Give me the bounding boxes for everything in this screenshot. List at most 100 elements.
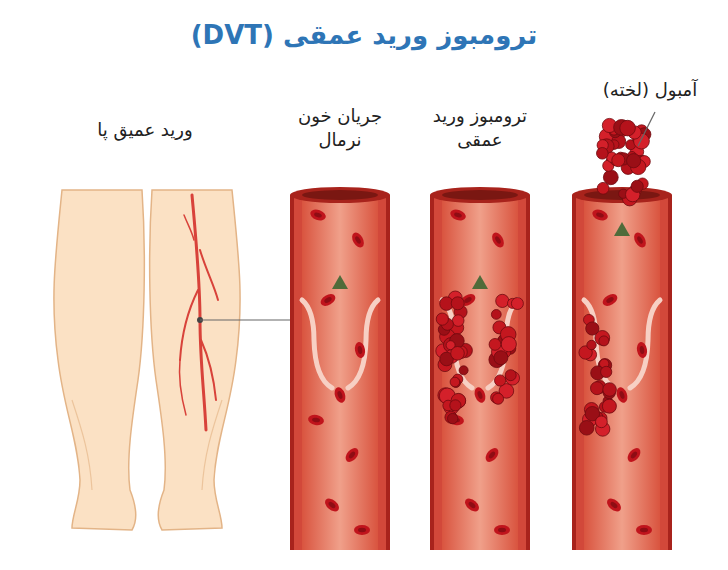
flow-arrow xyxy=(338,287,342,490)
red-blood-cell xyxy=(591,208,609,223)
left-leg xyxy=(54,190,144,530)
red-blood-cell-center xyxy=(453,212,462,219)
clot-cell xyxy=(495,375,506,386)
label: جریان خون نرمال xyxy=(290,104,390,153)
clot-cell xyxy=(596,416,608,428)
flow-arrow xyxy=(620,234,624,490)
vein-wall-inner xyxy=(434,195,526,550)
red-blood-cell-center xyxy=(488,451,497,460)
vein-opening xyxy=(430,187,530,203)
red-blood-cell xyxy=(343,446,361,465)
clot-cell xyxy=(493,393,504,404)
valve xyxy=(442,300,472,388)
clot-cell xyxy=(494,351,508,365)
vein-lumen xyxy=(442,195,518,550)
label: ترومبوز ورید عمقی xyxy=(430,104,530,153)
flow-arrowhead xyxy=(472,275,488,289)
vein-lumen xyxy=(302,195,378,550)
clot-cell xyxy=(496,294,509,307)
vein-wall-inner xyxy=(294,195,386,550)
clot-cell xyxy=(591,382,604,395)
red-blood-cell xyxy=(350,231,367,250)
legs xyxy=(54,190,300,530)
vein-opening-inner xyxy=(584,190,660,200)
label: آمبول (لخته) xyxy=(603,78,697,102)
vein-opening-inner xyxy=(302,190,378,200)
red-blood-cell-center xyxy=(640,528,648,532)
clot-cell xyxy=(505,370,516,381)
clot-cell xyxy=(451,347,465,361)
clot-cell xyxy=(459,366,468,375)
red-blood-cell xyxy=(447,414,464,427)
clot-cell xyxy=(587,340,596,349)
vein-wall-inner xyxy=(576,195,668,550)
red-blood-cell-center xyxy=(595,212,604,219)
red-blood-cell-center xyxy=(610,501,619,510)
valve xyxy=(584,300,614,388)
vein-section xyxy=(572,118,672,550)
red-blood-cell-center xyxy=(354,235,362,244)
clot-cell xyxy=(489,339,501,351)
red-blood-cell xyxy=(323,496,342,514)
red-blood-cell-center xyxy=(636,235,644,244)
clot-cell xyxy=(450,377,460,387)
leg-veins xyxy=(179,195,218,430)
flow-arrowhead xyxy=(614,222,630,236)
vein-section xyxy=(430,187,530,550)
red-blood-cell xyxy=(449,208,467,223)
red-blood-cell xyxy=(354,341,367,358)
clot-cell xyxy=(579,421,594,436)
red-blood-cell-center xyxy=(357,346,363,355)
diagram-title: ترومبوز ورید عمقی (DVT) xyxy=(191,18,538,53)
clot-cell xyxy=(603,383,617,397)
clot-cell xyxy=(612,154,625,167)
clot-cell xyxy=(445,411,457,423)
red-blood-cell xyxy=(632,231,649,250)
flow-arrowhead xyxy=(332,275,348,289)
red-blood-cell xyxy=(463,496,482,514)
red-blood-cell xyxy=(636,341,649,358)
red-blood-cell xyxy=(309,208,327,223)
vein-opening-inner xyxy=(442,190,518,200)
red-blood-cell xyxy=(307,414,324,427)
calf-line xyxy=(72,400,92,490)
valve xyxy=(630,300,660,388)
vein-wall xyxy=(572,195,672,550)
clot-cell xyxy=(491,310,501,320)
vein-lumen xyxy=(584,195,660,550)
red-blood-cell-center xyxy=(312,417,321,423)
clot-cell xyxy=(501,337,516,352)
leader-line xyxy=(200,319,300,320)
clot-cell xyxy=(436,313,448,325)
clot-cell xyxy=(597,148,609,160)
vein-opening xyxy=(290,187,390,203)
clot-cell xyxy=(452,315,464,327)
red-blood-cell xyxy=(483,446,501,465)
clot-cell xyxy=(620,120,636,136)
clot-cell xyxy=(586,322,599,335)
vein-wall xyxy=(290,195,390,550)
valve xyxy=(488,300,518,388)
red-blood-cell xyxy=(605,496,624,514)
clot-cell xyxy=(511,298,523,310)
red-blood-cell-center xyxy=(348,451,357,460)
red-blood-cell xyxy=(354,525,370,535)
vein-wall xyxy=(430,195,530,550)
clot-cell xyxy=(450,400,461,411)
red-blood-cell xyxy=(625,446,643,465)
clot-cell xyxy=(601,366,612,377)
red-blood-cell-center xyxy=(323,296,332,304)
clot-cell xyxy=(448,413,458,423)
clot-cell xyxy=(627,154,641,168)
vessels xyxy=(290,118,672,550)
red-blood-cell xyxy=(490,231,507,250)
red-blood-cell xyxy=(601,292,620,309)
red-blood-cell-center xyxy=(313,212,322,219)
clot-cell xyxy=(451,297,464,310)
vein-section xyxy=(290,187,390,550)
clot-cell xyxy=(602,399,616,413)
red-blood-cell-center xyxy=(328,501,337,510)
clot-cell xyxy=(603,170,618,185)
red-blood-cell-center xyxy=(468,501,477,510)
red-blood-cell-center xyxy=(605,296,614,304)
